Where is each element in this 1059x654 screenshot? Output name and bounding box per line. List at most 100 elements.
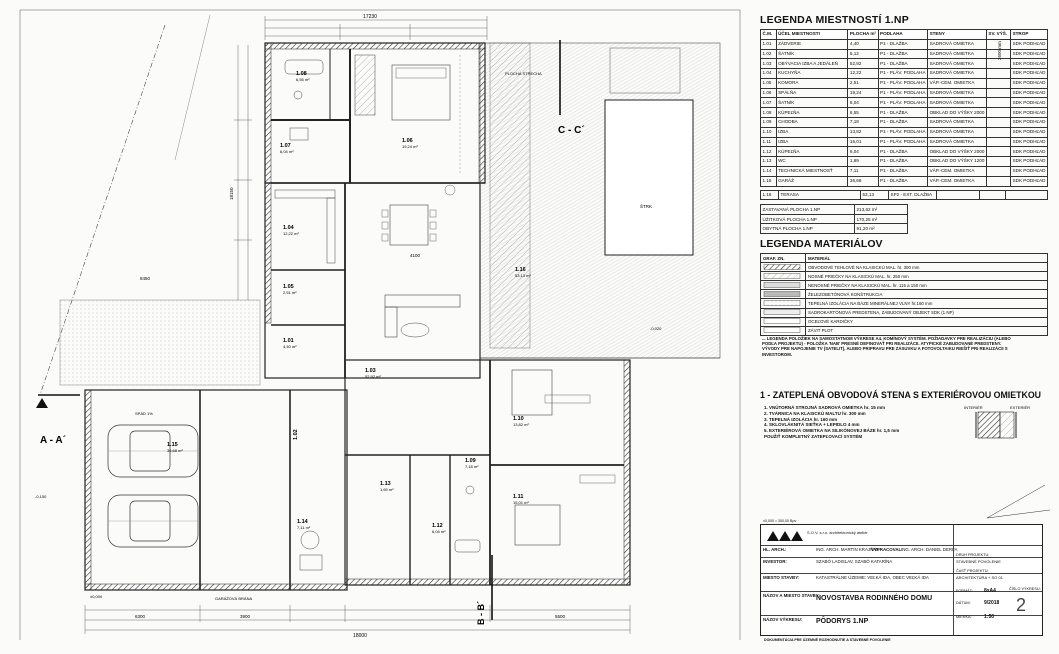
room-area-1-07: 6,04 m² xyxy=(280,149,294,154)
top-dimensions xyxy=(264,16,488,40)
material-swatch xyxy=(760,289,806,300)
wall-layers: 1. VNÚTORNÁ STROJNÁ SADROVÁ OMIETKA hr. … xyxy=(764,405,934,440)
material-row: ŽELEZOBETÓNOVÁ KONŠTRUKCIA xyxy=(760,289,1048,300)
material-swatch xyxy=(760,271,806,282)
terrace-row: 1.16 TERASA 53,13 SP2 - EXT. DLAŽBA xyxy=(760,189,1048,201)
scale-note: ±0,000 = 300,00 Bpv xyxy=(763,519,797,523)
bathtub xyxy=(284,59,324,75)
exterior-label: EXTERIÉR xyxy=(1010,405,1030,410)
tb-row-place: MIESTO STAVBY: KATASTRÁLNE ÚZEMIE: VEĽKÁ… xyxy=(761,573,1042,592)
room-label-1-07: 1.07 xyxy=(280,143,291,149)
room-area-1-10: 13,82 m² xyxy=(513,422,529,427)
room-label-1-01: 1.01 xyxy=(283,338,294,344)
living-outline xyxy=(264,182,481,379)
car-2 xyxy=(107,494,199,548)
level-garage: -0,150 xyxy=(35,494,47,499)
wall-layer: 1. VNÚTORNÁ STROJNÁ SADROVÁ OMIETKA hr. … xyxy=(764,405,886,410)
footer-note: DOKUMENTÁCIA PRE ÚZEMNÉ ROZHODNUTIE A ST… xyxy=(764,638,891,642)
plan-notes: ... LEGENDA POLOŽIEK NA SAMOSTATNOM VÝKR… xyxy=(762,336,1011,357)
bed-room-1-11 xyxy=(514,504,561,546)
dim-top-total: 17230 xyxy=(363,14,377,20)
leader-arrows xyxy=(986,484,1051,519)
material-row: OBVODOVÉ TEHLOVÉ NA KLASICKÚ MAL. hr. 30… xyxy=(760,262,1048,273)
date: 9/2018 xyxy=(984,600,1000,606)
office-name: S.O.V. s.r.o. architektonický ateliér xyxy=(807,530,868,535)
car-1 xyxy=(107,424,199,478)
dim-bottom-c: 5500 xyxy=(555,614,566,619)
flat-roof-strip xyxy=(489,42,531,349)
wall-layer: 5. EXTERIÉROVÁ OMIETKA NA SILIKÓNOVEJ BÁ… xyxy=(764,428,900,434)
material-table: GRAF. ZN. MATERIÁL OBVODOVÉ TEHLOVÉ NA K… xyxy=(760,252,1048,336)
material-swatch xyxy=(760,280,806,291)
tb-row-investor: INVESTOR: SZABÓ LADISLAV, SZABÓ KATARÍNA xyxy=(761,557,1042,572)
gravel-label: ŠTRK xyxy=(640,203,652,209)
dim-bottom-a: 6300 xyxy=(135,614,146,619)
flat-roof-label: PLOCHÁ STRECHA xyxy=(505,71,542,76)
room-label-1-12: 1.12 xyxy=(432,523,443,529)
wall-layer: 2. TVÁRNICA NA KLASICKÚ MALTU hr. 300 mm xyxy=(764,410,866,416)
room-table-header: Č.M. ÚČEL MIESTNOSTI PLOCHA m² PODLAHA S… xyxy=(760,29,1048,40)
material-legend-title: LEGENDA MATERIÁLOV xyxy=(760,238,883,250)
coffee-table xyxy=(400,322,430,338)
bottom-dimensions xyxy=(84,605,631,634)
wall-layer: POUŽIŤ KOMPLETNÝ ZATEPĽOVACÍ SYSTÉM xyxy=(764,433,863,439)
tb-row-architect: HL. ARCH.: ING. ARCH. MARTIN KRAJŇÁK VYP… xyxy=(761,545,1042,556)
wall-layer: 4. SKLOVLÁKNITÁ SIEŤKA + LEPIDLO 4 mm xyxy=(764,422,860,428)
room-label-1-06: 1.06 xyxy=(402,138,413,144)
title-block: S.O.V. s.r.o. architektonický ateliér ±0… xyxy=(760,519,1043,636)
room-label-1-08: 1.08 xyxy=(296,71,307,77)
terrace-row-table: 1.16 TERASA 53,13 SP2 - EXT. DLAŽBA xyxy=(760,189,1048,201)
room-area-1-01: 4,40 m² xyxy=(283,344,297,349)
room-legend-title: LEGENDA MIESTNOSTÍ 1.NP xyxy=(760,14,909,26)
material-row: NOSNÉ PRIEČKY NA KLASICKÚ MAL. hr. 250 m… xyxy=(760,271,1048,282)
floor-plan: 17230 xyxy=(19,9,741,640)
garage-slope: SPÁD 1% xyxy=(135,411,153,416)
room-label-1-09: 1.09 xyxy=(465,458,476,464)
room-area-1-06: 19,24 m² xyxy=(402,144,418,149)
bed-room-1-10 xyxy=(511,369,553,416)
material-row: NENOSNÉ PRIEČKY NA KLASICKÚ MAL. hr. 115… xyxy=(760,280,1048,291)
format: 8xA4 xyxy=(984,588,996,594)
material-swatch xyxy=(760,325,806,336)
room-label-1-03: 1.03 xyxy=(365,368,376,374)
wall-section-detail: INTERIÉR EXTERIÉR xyxy=(964,405,1030,439)
room-area-1-03: 52,92 m² xyxy=(365,374,381,379)
room-label-1-05: 1.05 xyxy=(283,284,294,290)
bed-master xyxy=(391,64,451,121)
interior-label: INTERIÉR xyxy=(964,405,983,410)
kitchen-counter xyxy=(274,189,336,199)
room-area-1-05: 2,51 m² xyxy=(283,290,297,295)
material-row: ZÁVIT PLOT xyxy=(760,325,1048,336)
section-aa-label: A - A´ xyxy=(40,435,66,446)
material-row: TEPELNÁ IZOLÁCIA NA BÁZE MINERÁLNEJ VLNY… xyxy=(760,298,1048,309)
dim-bottom-total: 18000 xyxy=(353,633,367,639)
ceiling-height-note: 2600 mm xyxy=(997,41,1002,60)
level-terrace: -0,020 xyxy=(650,326,662,331)
scale: 1:50 xyxy=(984,614,995,620)
garage-outline xyxy=(84,389,348,591)
part: ARCHITEKTÚRA + SO 01 xyxy=(956,575,1003,580)
plot-line-b xyxy=(174,14,211,161)
room-legend: LEGENDA MIESTNOSTÍ 1.NP Č.M. ÚČEL MIESTN… xyxy=(760,14,1048,234)
pool xyxy=(604,99,694,256)
room-label-1-04: 1.04 xyxy=(283,225,295,231)
room-area-1-11: 15,01 m² xyxy=(513,500,529,505)
section-aa-line xyxy=(36,394,80,408)
sofa xyxy=(384,294,461,308)
